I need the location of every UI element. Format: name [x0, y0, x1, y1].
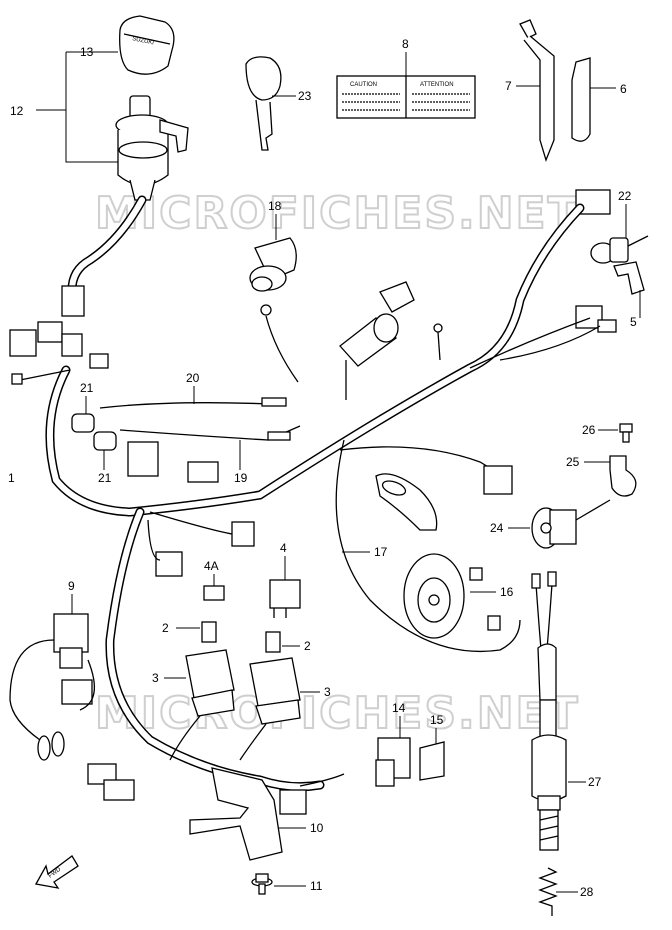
fuse-4a: [203, 585, 225, 601]
connector-center-a: [127, 441, 159, 477]
caution-text: CAUTION: [350, 82, 377, 88]
callout-11: 11: [310, 879, 323, 893]
fuse-box-3b: [239, 657, 301, 761]
callout-13: 13: [80, 45, 94, 59]
bracket-15: [419, 741, 445, 781]
cable-tie-7: [519, 19, 555, 162]
fuse-box-3a: [169, 649, 235, 761]
main-harness-1: [45, 203, 601, 792]
callout-28: 28: [580, 885, 594, 899]
callout-19: 19: [234, 471, 248, 485]
spark-plug-27: [531, 571, 567, 851]
fuse-2b: [265, 631, 281, 653]
wire-20: [99, 399, 287, 409]
callout-3-left: 3: [152, 671, 159, 685]
connector-14: [375, 737, 411, 787]
callout-4: 4: [280, 541, 287, 555]
clamp-5: [613, 261, 645, 295]
fwd-arrow-icon: FWD: [34, 855, 79, 889]
bolt-26: [619, 423, 633, 443]
wire-19: [119, 425, 301, 441]
handlebar-switch-18: [249, 237, 297, 316]
bracket-25: [609, 455, 637, 497]
bolt-11: [251, 873, 273, 895]
spring-28: [538, 867, 558, 916]
callout-8: 8: [402, 37, 409, 51]
callout-15: 15: [430, 713, 444, 727]
callout-14: 14: [392, 701, 406, 715]
watermark-top: MICROFICHES.NET: [95, 188, 580, 239]
relay-4: [269, 579, 301, 609]
callout-18: 18: [268, 199, 282, 213]
callout-3-right: 3: [324, 685, 331, 699]
connector-center-d: [155, 551, 183, 577]
callout-22: 22: [618, 189, 632, 203]
callout-21-upper: 21: [80, 381, 94, 395]
callout-26: 26: [582, 423, 596, 437]
wire-17: [335, 439, 521, 653]
callout-10: 10: [310, 821, 324, 835]
horn-16: [375, 473, 501, 639]
ignition-switch-12: [115, 95, 189, 201]
connector-right-mid: [575, 305, 603, 329]
callout-25: 25: [566, 455, 580, 469]
callout-1: 1: [8, 471, 15, 485]
callout-4a: 4A: [204, 559, 219, 573]
fuse-2a: [201, 621, 217, 643]
callout-5: 5: [630, 315, 637, 329]
harness-relay-unit: [339, 281, 415, 400]
attention-text: ATTENTION: [420, 82, 454, 88]
callout-24: 24: [490, 521, 504, 535]
connector-horn: [483, 465, 513, 495]
callout-17: 17: [374, 545, 388, 559]
ignition-connector: [61, 285, 85, 317]
connector-center-b: [187, 461, 219, 483]
callout-20: 20: [186, 371, 200, 385]
key-brand-text: SUZUKI: [132, 36, 155, 47]
watermark-bottom: MICROFICHES.NET: [95, 688, 580, 739]
socket-24: [531, 499, 611, 549]
callout-16: 16: [500, 585, 514, 599]
bracket-10: [189, 767, 283, 861]
callout-7: 7: [505, 79, 512, 93]
grommet-21b: [93, 431, 117, 451]
key-cap-13: SUZUKI: [119, 15, 175, 75]
callout-27: 27: [588, 775, 602, 789]
key-23: [245, 56, 282, 151]
clamp-6: [571, 57, 591, 142]
callout-9: 9: [68, 579, 75, 593]
caution-label-8: CAUTION ATTENTION: [336, 75, 476, 119]
left-connector-cluster: [9, 321, 109, 385]
callout-23: 23: [298, 89, 312, 103]
callout-21-lower: 21: [98, 471, 112, 485]
grommet-21a: [71, 413, 95, 433]
callout-12: 12: [10, 104, 24, 118]
lamp-socket-22: [590, 235, 649, 264]
callout-6: 6: [620, 82, 627, 96]
bracket-12: [65, 52, 118, 163]
callout-2-left: 2: [162, 621, 169, 635]
relay-9: [9, 613, 96, 761]
connector-center-c: [231, 521, 255, 547]
callout-2-right: 2: [304, 639, 311, 653]
